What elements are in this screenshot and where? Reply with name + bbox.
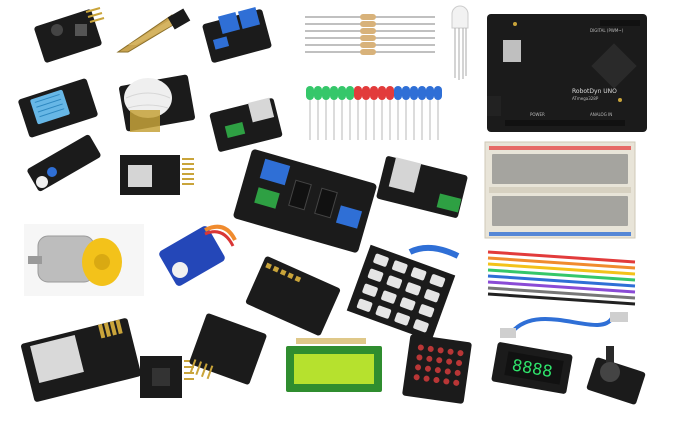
- esp8266-module: [189, 313, 267, 385]
- keypad-4x4: [346, 244, 460, 342]
- relay-module-2ch: [202, 6, 272, 63]
- motor-driver-shield: [233, 149, 377, 253]
- arduino-uno-board: RobotDyn UNO ATmega328P POWER ANALOG IN …: [487, 14, 647, 132]
- arduino-subtitle-label: ATmega328P: [572, 96, 599, 101]
- resistors: [305, 14, 435, 55]
- rotary-encoder-module: [586, 346, 646, 405]
- soil-moisture-probe: [116, 8, 191, 53]
- lcd-1602-display: [286, 338, 382, 392]
- dht11-sensor: [18, 78, 98, 138]
- sensor-module-ir-top: [34, 7, 105, 63]
- ethernet-module: [21, 318, 141, 402]
- dc-motor-photo: [24, 224, 144, 296]
- arduino-brand-label: RobotDyn UNO: [572, 88, 617, 95]
- arduino-digital-label: DIGITAL (PWM~): [590, 28, 624, 33]
- usb-cable: [500, 312, 628, 338]
- rgb-led: [451, 5, 469, 80]
- pir-motion-sensor: [119, 74, 195, 132]
- jumper-wires-bundle: [487, 250, 636, 306]
- sd-card-module: [120, 155, 194, 195]
- seven-segment-display: 8888: [491, 342, 573, 394]
- relay-module-single: [376, 156, 468, 218]
- regulator-module: [209, 97, 283, 152]
- ir-sensor-module: [27, 134, 101, 192]
- servo-motor: [159, 224, 237, 286]
- breadboard: [484, 141, 636, 239]
- led-assortment: [306, 86, 442, 140]
- joystick-module: [245, 256, 341, 336]
- color-sensor-module: [140, 356, 194, 398]
- led-matrix-8x8: [402, 334, 472, 404]
- arduino-power-label: POWER: [530, 112, 545, 117]
- arduino-analog-label: ANALOG IN: [590, 112, 612, 117]
